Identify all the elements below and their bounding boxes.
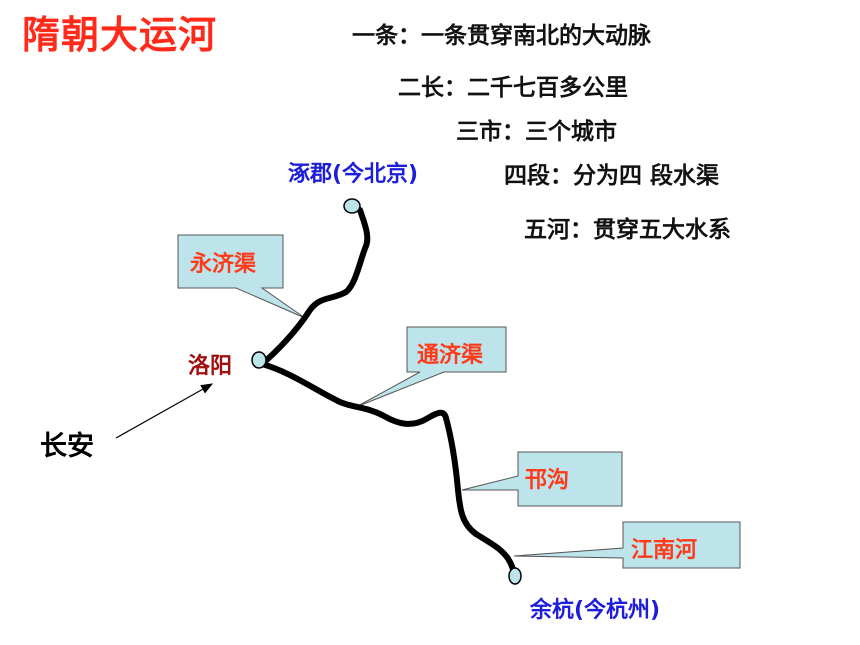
canal-label-hangou: 邗沟 bbox=[525, 468, 570, 493]
changan-arrow bbox=[115, 383, 214, 439]
callout-jiangnan bbox=[513, 521, 741, 569]
city-label-yuhang: 余杭(今杭州) bbox=[530, 598, 661, 623]
canal-label-yongji: 永济渠 bbox=[190, 252, 257, 277]
canal-jiangnan-line bbox=[473, 531, 517, 581]
summary-line-2: 二长：二千七百多公里 bbox=[398, 75, 628, 101]
callout-tongji bbox=[355, 326, 507, 408]
summary-line-5: 五河：贯穿五大水系 bbox=[524, 217, 731, 243]
city-label-luoyang: 洛阳 bbox=[188, 354, 233, 379]
zhuojun-lake bbox=[343, 198, 361, 214]
summary-line-4: 四段：分为四 段水渠 bbox=[504, 163, 720, 189]
city-label-changan: 长安 bbox=[40, 431, 94, 462]
luoyang-lake bbox=[251, 351, 267, 369]
page-title: 隋朝大运河 bbox=[22, 13, 218, 57]
callout-hangou bbox=[461, 451, 623, 507]
canal-label-tongji: 通济渠 bbox=[417, 343, 484, 368]
canal-yongji-line bbox=[259, 207, 371, 367]
canal-hangou-line bbox=[443, 415, 479, 537]
canal-tongji-line bbox=[259, 361, 449, 427]
yuhang-lake bbox=[508, 567, 522, 585]
city-label-zhuojun: 涿郡(今北京) bbox=[288, 162, 419, 187]
canal-label-jiangnan: 江南河 bbox=[631, 538, 698, 563]
summary-line-1: 一条：一条贯穿南北的大动脉 bbox=[352, 23, 651, 49]
summary-line-3: 三市：三个城市 bbox=[456, 119, 617, 145]
callout-yongji bbox=[177, 234, 306, 319]
